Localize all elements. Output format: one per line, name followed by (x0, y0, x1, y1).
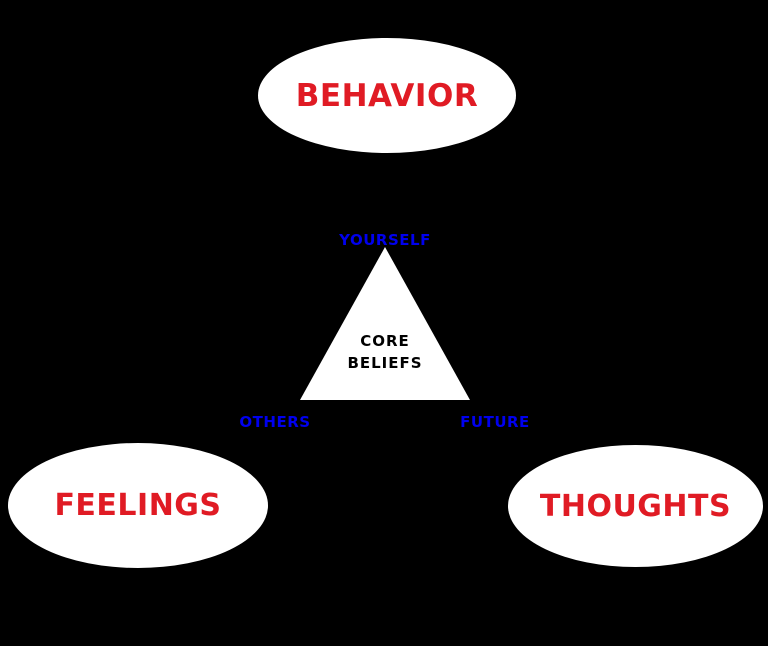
core-beliefs-line1: CORE (360, 332, 410, 350)
core-beliefs-triangle (300, 247, 470, 400)
core-beliefs-line2: BELIEFS (347, 354, 423, 372)
vertex-label-others: OTHERS (239, 413, 311, 431)
core-beliefs-label: CORE BELIEFS (300, 330, 470, 374)
vertex-label-future: FUTURE (460, 413, 530, 431)
thoughts-node: THOUGHTS (508, 445, 763, 567)
vertex-label-yourself: YOURSELF (339, 231, 431, 249)
thoughts-label: THOUGHTS (539, 488, 732, 524)
feelings-label: FEELINGS (54, 488, 222, 523)
behavior-node: BEHAVIOR (258, 38, 516, 153)
behavior-label: BEHAVIOR (295, 77, 479, 114)
feelings-node: FEELINGS (8, 443, 268, 568)
